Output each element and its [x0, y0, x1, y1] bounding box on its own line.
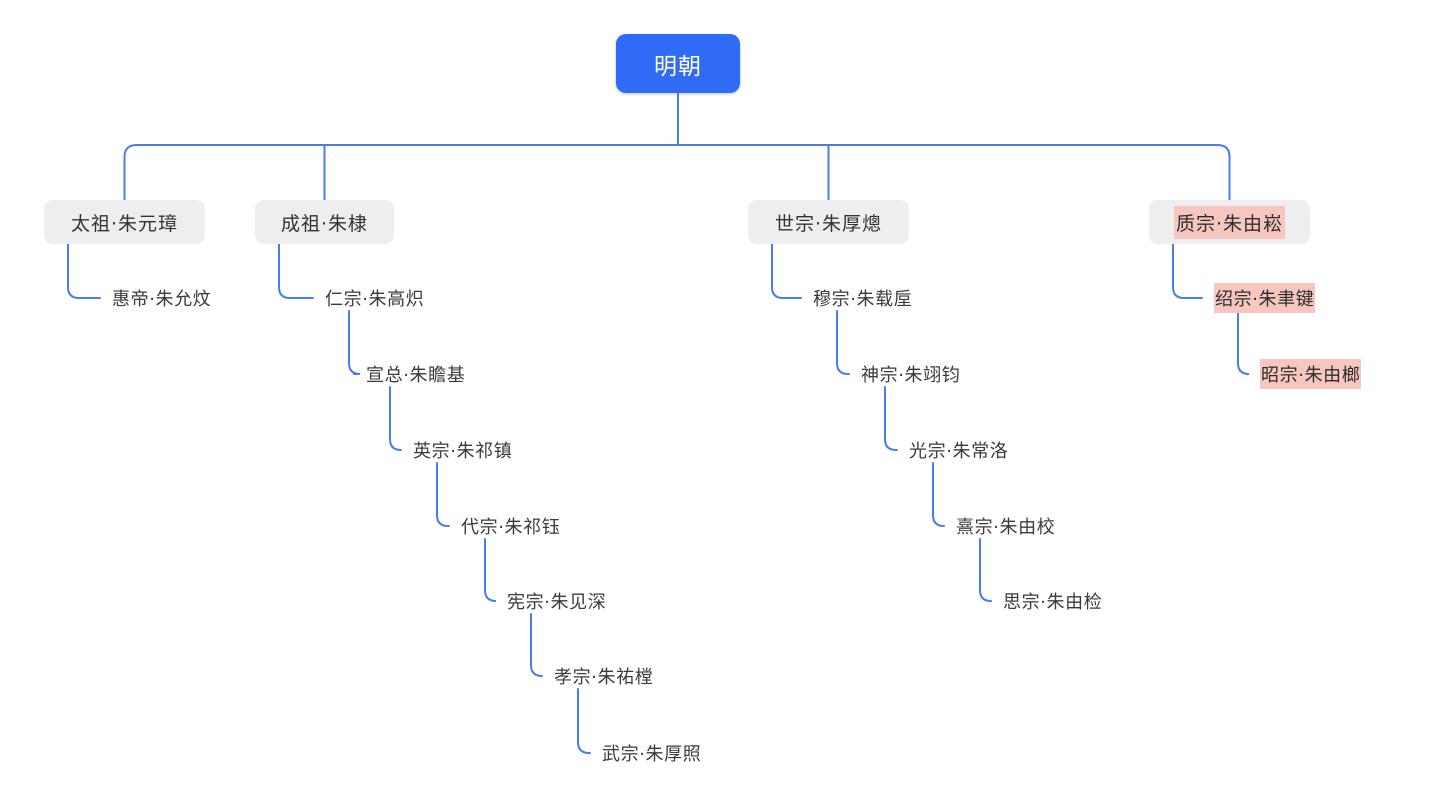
node-label: 世宗·朱厚熜 — [774, 212, 883, 235]
tree-node[interactable]: 质宗·朱由崧 — [1149, 200, 1310, 244]
tree-node[interactable]: 武宗·朱厚照 — [602, 740, 701, 766]
node-label: 成祖·朱棣 — [280, 212, 369, 235]
connector — [530, 613, 543, 677]
node-label: 穆宗·朱载垕 — [813, 289, 913, 310]
node-label: 光宗·朱常洛 — [909, 441, 1009, 462]
connector — [389, 386, 402, 451]
connector — [771, 243, 802, 299]
connector — [979, 538, 992, 602]
node-label: 质宗·朱由崧 — [1173, 205, 1286, 239]
node-label: 明朝 — [654, 53, 702, 80]
node-label: 孝宗·朱祐樘 — [554, 667, 654, 688]
tree-node[interactable]: 太祖·朱元璋 — [44, 200, 205, 244]
node-label: 宣总·朱瞻基 — [366, 365, 466, 386]
connector — [67, 243, 101, 299]
node-label: 熹宗·朱由校 — [956, 517, 1056, 538]
connector — [1172, 243, 1203, 299]
connector — [123, 144, 138, 201]
tree-node[interactable]: 熹宗·朱由校 — [956, 513, 1055, 539]
tree-node[interactable]: 世宗·朱厚熜 — [748, 200, 909, 244]
connector — [348, 310, 361, 375]
node-label: 英宗·朱祁镇 — [413, 441, 513, 462]
connector — [884, 386, 898, 451]
connector — [1237, 310, 1250, 375]
tree-node[interactable]: 孝宗·朱祐樘 — [554, 663, 653, 689]
node-label: 神宗·朱翊钧 — [861, 365, 961, 386]
node-label: 武宗·朱厚照 — [602, 744, 702, 765]
tree-node[interactable]: 绍宗·朱聿键 — [1214, 283, 1316, 313]
node-label: 太祖·朱元璋 — [70, 212, 179, 235]
tree-node[interactable]: 惠帝·朱允炆 — [112, 285, 211, 311]
tree-node[interactable]: 思宗·朱由检 — [1003, 588, 1102, 614]
node-label: 代宗·朱祁钰 — [461, 517, 561, 538]
node-label: 仁宗·朱高炽 — [325, 289, 425, 310]
tree-node[interactable]: 光宗·朱常洛 — [909, 437, 1008, 463]
tree-node[interactable]: 宪宗·朱见深 — [507, 588, 606, 614]
node-label: 绍宗·朱聿键 — [1214, 283, 1316, 313]
tree-node[interactable]: 仁宗·朱高炽 — [325, 285, 424, 311]
connector — [836, 310, 850, 375]
connector — [436, 462, 450, 527]
connector — [1216, 144, 1231, 201]
node-label: 昭宗·朱由榔 — [1260, 359, 1362, 389]
connector — [278, 243, 314, 299]
root-node[interactable]: 明朝 — [616, 34, 740, 93]
tree-node[interactable]: 代宗·朱祁钰 — [461, 513, 560, 539]
node-label: 思宗·朱由检 — [1003, 592, 1103, 613]
node-label: 宪宗·朱见深 — [507, 592, 607, 613]
tree-node[interactable]: 神宗·朱翊钧 — [861, 361, 960, 387]
node-label: 惠帝·朱允炆 — [112, 289, 212, 310]
tree-node[interactable]: 昭宗·朱由榔 — [1260, 359, 1362, 389]
connector — [484, 538, 497, 602]
tree-node[interactable]: 英宗·朱祁镇 — [413, 437, 512, 463]
tree-node[interactable]: 宣总·朱瞻基 — [366, 361, 465, 387]
tree-node[interactable]: 成祖·朱棣 — [255, 200, 394, 244]
connector — [932, 462, 945, 527]
tree-node[interactable]: 穆宗·朱载垕 — [813, 285, 912, 311]
connector — [577, 688, 591, 754]
